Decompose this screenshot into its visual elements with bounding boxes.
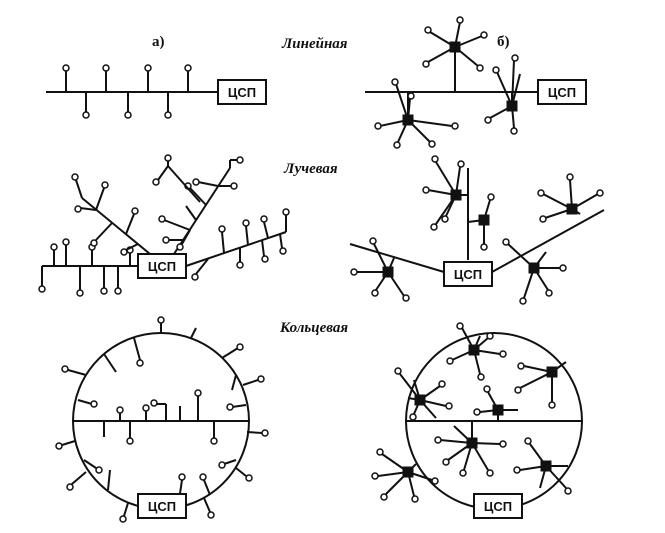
center-box: ЦСП <box>217 79 267 105</box>
linear-section-title: Линейная <box>282 36 348 52</box>
center-box-label: ЦСП <box>148 499 176 514</box>
linear-topology-b: ЦСП <box>365 16 587 149</box>
linear-topology-a: ЦСП <box>46 64 267 119</box>
hub-star <box>394 367 453 421</box>
center-box: ЦСП <box>537 79 587 105</box>
center-box: ЦСП <box>473 493 523 519</box>
hub-star <box>502 238 567 305</box>
hub-star <box>374 78 459 149</box>
hub-star <box>446 322 507 381</box>
variant-a-label: а) <box>152 34 165 50</box>
ring-topology-b: ЦСП <box>371 322 583 519</box>
hub-star <box>350 237 410 302</box>
hub-star <box>514 362 558 409</box>
center-box-label: ЦСП <box>148 259 176 274</box>
center-box-label: ЦСП <box>228 85 256 100</box>
hub-star <box>422 155 465 231</box>
hub-star <box>537 173 604 223</box>
hub-star <box>422 16 488 72</box>
hub-star <box>478 193 495 251</box>
radial-topology-b: ЦСП <box>349 155 605 305</box>
center-box: ЦСП <box>137 493 187 519</box>
center-box-label: ЦСП <box>454 267 482 282</box>
hub-star <box>473 385 518 416</box>
hub-star <box>484 54 521 135</box>
ring-section-title: Кольцевая <box>280 320 349 336</box>
radial-section-title: Лучевая <box>284 161 338 177</box>
center-box: ЦСП <box>443 261 493 287</box>
hub-star <box>513 437 572 495</box>
ring-topology-a: ЦСП <box>55 316 269 523</box>
hub-star <box>371 448 439 503</box>
radial-topology-a: ЦСП <box>38 154 290 297</box>
center-box-label: ЦСП <box>484 499 512 514</box>
hub-star <box>434 425 507 477</box>
center-box-label: ЦСП <box>548 85 576 100</box>
variant-b-label: б) <box>497 34 510 50</box>
center-box: ЦСП <box>137 253 187 279</box>
